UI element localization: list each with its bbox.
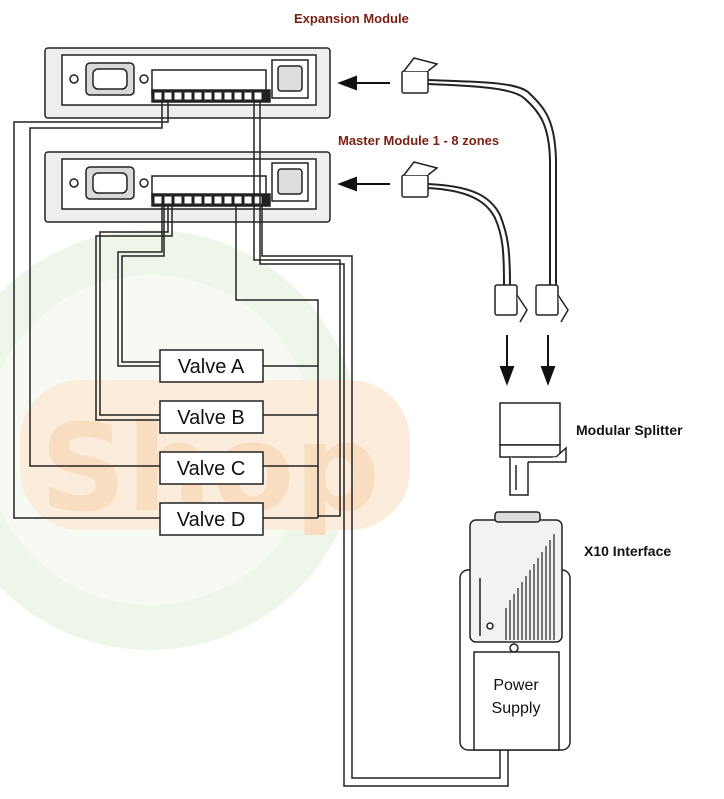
splitter-arrows: [499, 335, 556, 386]
valve-c-box: [159, 451, 264, 485]
x10-heatsink-lines: [505, 534, 555, 640]
master-input-arrow: [337, 176, 390, 192]
lower-rj11-plugs: [494, 284, 569, 323]
valve-b-box: [159, 400, 264, 434]
valve-a-label: Valve A: [178, 356, 245, 378]
modular-splitter: [499, 402, 567, 496]
watermark-logo: Shop: [0, 230, 410, 650]
expansion-module-label: Expansion Module: [294, 11, 409, 26]
master-terminal-block: [153, 195, 263, 205]
valve-d-label: Valve D: [177, 509, 246, 531]
valve-c-label: Valve C: [177, 458, 246, 480]
power-supply: [473, 643, 560, 751]
expansion-input-arrow: [337, 75, 390, 91]
expansion-rj11-plug: [401, 57, 439, 94]
modular-splitter-label: Modular Splitter: [576, 422, 683, 438]
master-module: [44, 151, 331, 223]
power-supply-line2: Supply: [492, 700, 541, 717]
expansion-terminal-block: [153, 91, 263, 101]
master-module-label: Master Module 1 - 8 zones: [338, 133, 499, 148]
power-supply-line1: Power: [493, 677, 539, 694]
phone-cables: [427, 79, 557, 286]
valve-b-label: Valve B: [177, 407, 244, 429]
x10-interface-label: X10 Interface: [584, 543, 671, 559]
expansion-module: [44, 47, 331, 119]
valve-d-box: [159, 502, 264, 536]
valve-wiring: [13, 102, 509, 787]
master-rj11-plug: [401, 161, 439, 198]
